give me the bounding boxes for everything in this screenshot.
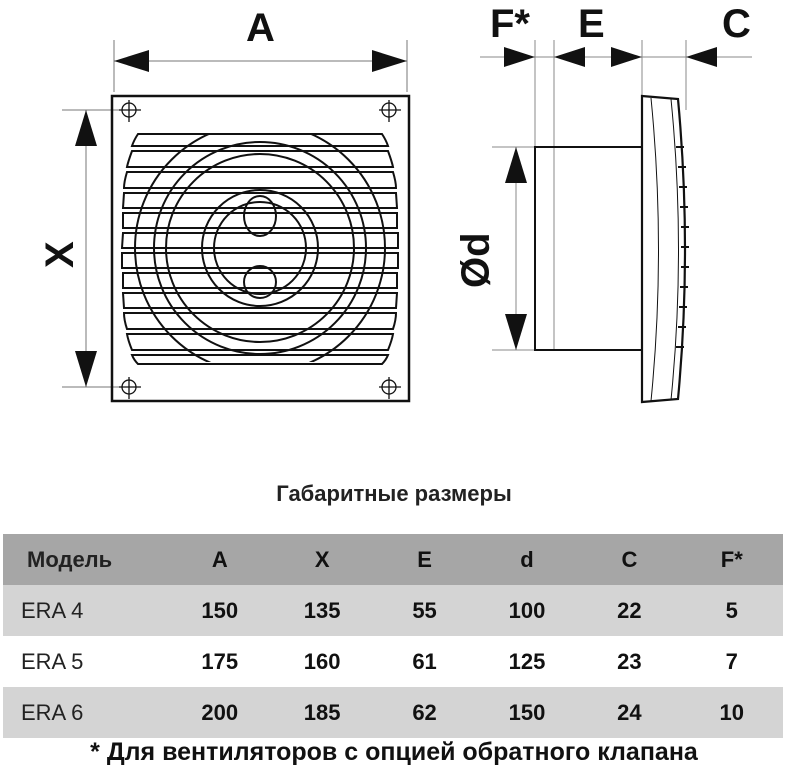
cell-x: 185 <box>303 699 341 725</box>
cell-x: 160 <box>303 648 341 674</box>
cell-f: 5 <box>725 597 738 623</box>
side-view <box>480 40 752 404</box>
cell-d: 100 <box>508 597 546 623</box>
cell-a: 150 <box>201 597 239 623</box>
dimension-label-c: C <box>722 2 751 46</box>
cell-e: 55 <box>412 597 437 623</box>
cell-a: 175 <box>201 648 239 674</box>
cell-f: 10 <box>719 699 745 725</box>
column-header-a: A <box>211 546 228 572</box>
dimensions-table: Модель A X E d C F* ERA 4 150 135 55 100… <box>3 534 783 738</box>
table-row: ERA 6 200 185 62 150 24 10 <box>3 687 783 738</box>
column-header-c: C <box>621 546 638 572</box>
table-row: ERA 4 150 135 55 100 22 5 <box>3 585 783 636</box>
dimension-label-x: X <box>38 241 82 268</box>
dimension-label-a: A <box>246 6 275 50</box>
cell-x: 135 <box>303 597 341 623</box>
column-header-e: E <box>417 546 432 572</box>
dimension-label-diameter: Ød <box>454 232 498 288</box>
table-title: Габаритные размеры <box>276 481 512 506</box>
cell-a: 200 <box>201 699 239 725</box>
cell-c: 23 <box>617 648 642 674</box>
column-header-x: X <box>314 546 330 572</box>
cell-e: 61 <box>412 648 437 674</box>
front-view <box>62 40 411 403</box>
cell-d: 125 <box>508 648 546 674</box>
cell-model: ERA 6 <box>21 699 84 725</box>
cell-c: 22 <box>617 597 642 623</box>
column-header-model: Модель <box>27 546 113 572</box>
dimension-label-f: F* <box>490 2 530 46</box>
cell-model: ERA 5 <box>21 648 84 674</box>
column-header-f: F* <box>720 546 743 572</box>
footnote: * Для вентиляторов с опцией обратного кл… <box>90 738 698 766</box>
cell-e: 62 <box>412 699 437 725</box>
technical-drawing: A X F* E C Ød <box>38 2 752 404</box>
table-header-row: Модель A X E d C F* <box>3 534 783 585</box>
table-row: ERA 5 175 160 61 125 23 7 <box>3 636 783 687</box>
dimension-label-e: E <box>578 2 605 46</box>
column-header-d: d <box>520 546 534 572</box>
fan-drawing-svg <box>62 40 752 404</box>
cell-c: 24 <box>617 699 642 725</box>
cell-model: ERA 4 <box>21 597 84 623</box>
cell-d: 150 <box>508 699 546 725</box>
cell-f: 7 <box>725 648 738 674</box>
